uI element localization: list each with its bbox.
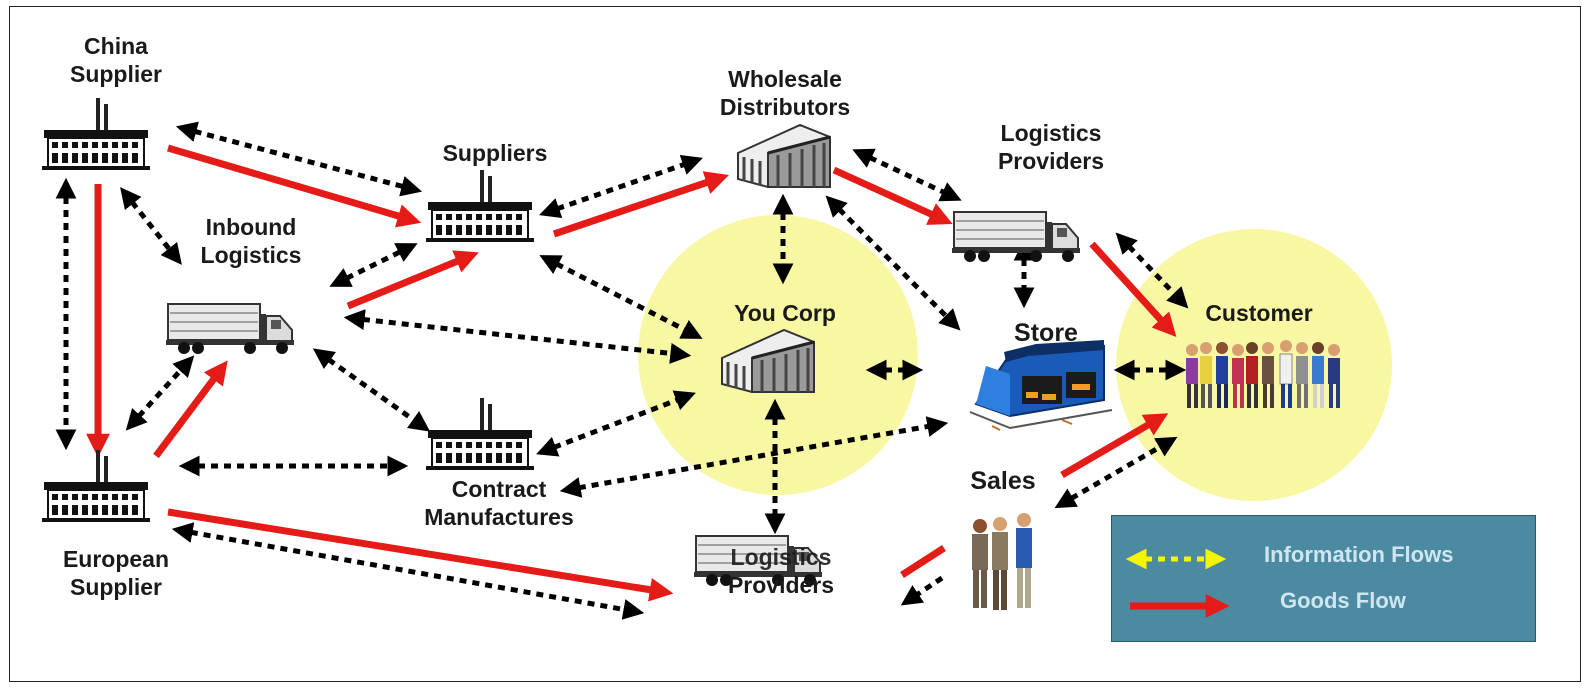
legend-information-flows-label: Information Flows bbox=[1264, 542, 1454, 567]
contract-manufactures-factory-icon bbox=[425, 397, 535, 471]
legend-goods-flow-label: Goods Flow bbox=[1280, 588, 1406, 613]
information-flows bbox=[55, 121, 1189, 620]
legend: Information Flows Goods Flow bbox=[1111, 515, 1536, 642]
suppliers-label: Suppliers bbox=[442, 140, 548, 166]
sales-label: Sales bbox=[970, 467, 1036, 495]
wholesale-distributors-warehouse-icon bbox=[736, 123, 832, 189]
sales-people-icon bbox=[972, 513, 1032, 610]
you-corp-label: You Corp bbox=[734, 300, 836, 326]
store-label: Store bbox=[1014, 319, 1078, 347]
legend-arrows bbox=[1125, 548, 1230, 618]
china-supplier-factory-icon bbox=[41, 97, 151, 171]
logistics-providers-top-truck-icon bbox=[951, 211, 1081, 263]
goods-flows bbox=[86, 144, 1177, 602]
inbound-logistics-truck-icon bbox=[165, 303, 295, 355]
suppliers-factory-icon bbox=[425, 169, 535, 243]
european-supplier-factory-icon bbox=[41, 449, 151, 523]
people-icon bbox=[1186, 340, 1340, 408]
store-icon bbox=[969, 340, 1113, 431]
customer-label: Customer bbox=[1205, 300, 1313, 326]
